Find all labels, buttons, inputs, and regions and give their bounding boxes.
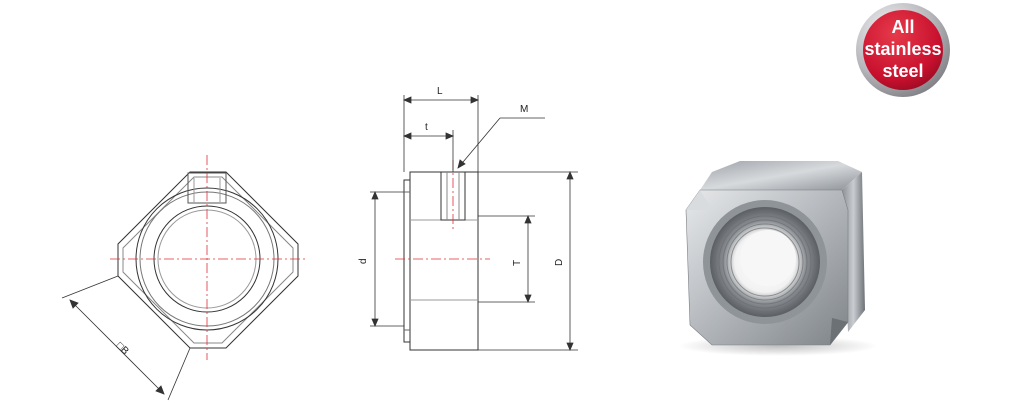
dimension-t-label: t [425,122,428,133]
dimension-b [61,275,191,401]
badge-line-3: steel [882,61,923,81]
dimension-m-label: M [520,104,528,115]
badge-line-1: All [891,17,914,37]
dimension-d-label: d [358,258,369,264]
side-view-centerlines [395,160,490,260]
dimension-dd-label: D [554,259,565,266]
dimension-l-label: L [437,86,443,97]
side-view-outline [403,171,479,351]
badge-line-2: stainless [864,39,941,59]
front-view-centerlines [110,155,305,360]
badge-core [863,10,943,90]
side-view-dimensions [370,95,578,352]
dimension-t-cap-label: T [512,260,523,266]
square-nut-render [678,161,878,356]
